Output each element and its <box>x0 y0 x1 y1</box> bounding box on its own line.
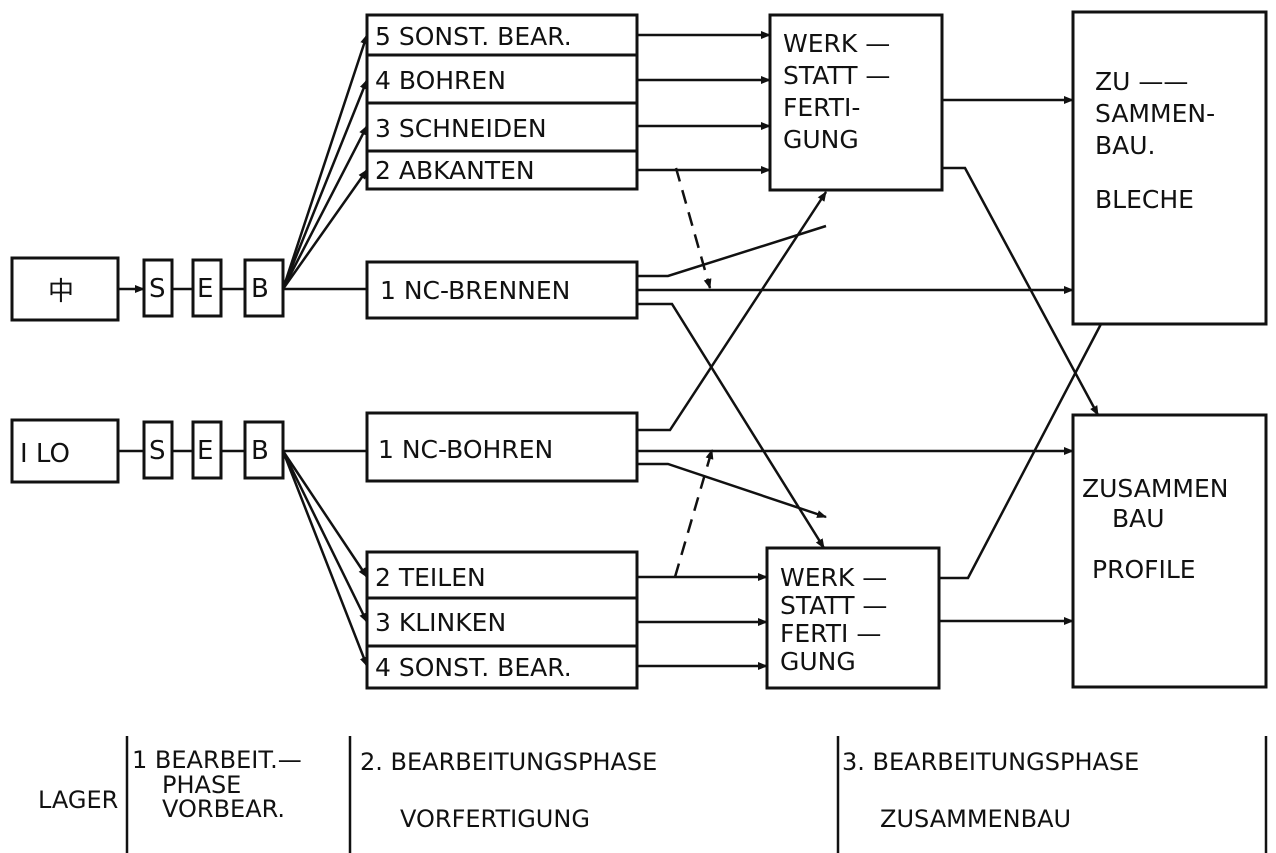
phase3-title: 3. BEARBEITUNGSPHASE <box>842 748 1139 776</box>
arrow-nc-brennen-to-workshop-bottom <box>637 302 826 549</box>
nc-brennen-label: 1 NC-BRENNEN <box>380 276 570 305</box>
op-label: 3 SCHNEIDEN <box>375 114 547 143</box>
profile-store-symbol: I LO <box>20 439 70 469</box>
workshop-top-line: STATT — <box>783 61 890 90</box>
phase1-line: PHASE <box>162 771 241 799</box>
op-label: 4 SONST. BEAR. <box>375 653 572 682</box>
op-box-bohren <box>365 53 639 105</box>
op-label: 3 KLINKEN <box>375 608 506 637</box>
assembly-profiles-line: PROFILE <box>1092 555 1196 584</box>
phase1-line: VORBEAR. <box>162 795 285 823</box>
dashed-arrow-abkanten-to-nc-brennen <box>674 167 712 289</box>
workshop-bottom-line: FERTI — <box>780 619 881 648</box>
e-label-top: E <box>197 274 213 304</box>
workshop-top-box <box>768 13 944 192</box>
op-label: 5 SONST. BEAR. <box>375 22 572 51</box>
op-box-sonst-bear-bottom <box>365 644 639 690</box>
sheet-store-symbol: 中 <box>48 277 74 307</box>
nc-brennen-box <box>365 260 639 320</box>
phase2-title: 2. BEARBEITUNGSPHASE <box>360 748 657 776</box>
op-label: 4 BOHREN <box>375 66 506 95</box>
s-box-bottom <box>142 420 174 480</box>
nc-bohren-label: 1 NC-BOHREN <box>378 435 553 464</box>
e-label-bottom: E <box>197 436 213 466</box>
phase2-subtitle: VORFERTIGUNG <box>400 805 590 833</box>
arrow-workshop-to-profile-assembly <box>942 166 1100 416</box>
b-label-top: B <box>251 274 269 304</box>
assembly-profiles-line: BAU <box>1112 504 1165 533</box>
arrow-b-to-op <box>281 169 369 290</box>
nc-bohren-box <box>365 411 639 483</box>
arrow-nc-bohren-to-workshop-bottom <box>637 462 827 519</box>
assembly-sheets-line: ZU —— <box>1095 67 1188 96</box>
phase3-subtitle: ZUSAMMENBAU <box>880 805 1071 833</box>
workshop-top-line: GUNG <box>783 125 859 154</box>
workshop-top-line: WERK — <box>783 29 890 58</box>
arrow-b-to-op <box>281 450 369 623</box>
line-nc-brennen-to-workshop <box>637 224 827 278</box>
profile-store-box <box>10 418 120 484</box>
assembly-profiles-line: ZUSAMMEN <box>1082 474 1229 503</box>
arrow-b-to-op <box>281 34 369 290</box>
assembly-profiles-box <box>1071 413 1268 689</box>
arrow-b-to-op <box>281 125 369 290</box>
phase-lager-label: LAGER <box>38 786 118 814</box>
workshop-top-line: FERTI- <box>783 93 860 122</box>
phase1-line: 1 BEARBEIT.— <box>132 746 302 774</box>
s-label-bottom: S <box>149 436 166 466</box>
assembly-sheets-line: SAMMEN- <box>1095 99 1215 128</box>
arrow-b-to-op <box>281 450 369 578</box>
workshop-bottom-box <box>765 546 941 690</box>
s-label-top: S <box>149 274 166 304</box>
e-box-top <box>191 258 223 318</box>
sheet-store-box <box>10 256 120 322</box>
op-box-teilen <box>365 550 639 600</box>
workshop-bottom-line: GUNG <box>780 647 856 676</box>
workshop-bottom-line: WERK — <box>780 563 887 592</box>
b-label-bottom: B <box>251 436 269 466</box>
s-box-top <box>142 258 174 318</box>
line-workshop-to-sheet-assembly <box>939 323 1103 580</box>
assembly-sheets-line: BAU. <box>1095 131 1156 160</box>
arrow-b-to-op <box>281 450 369 667</box>
workshop-bottom-line: STATT — <box>780 591 887 620</box>
assembly-sheets-line: BLECHE <box>1095 185 1194 214</box>
op-label: 2 TEILEN <box>375 563 486 592</box>
assembly-sheets-box <box>1071 10 1268 326</box>
op-label: 2 ABKANTEN <box>375 156 535 185</box>
arrow-b-to-op <box>281 79 369 290</box>
arrow-nc-bohren-to-workshop-top <box>637 191 828 432</box>
